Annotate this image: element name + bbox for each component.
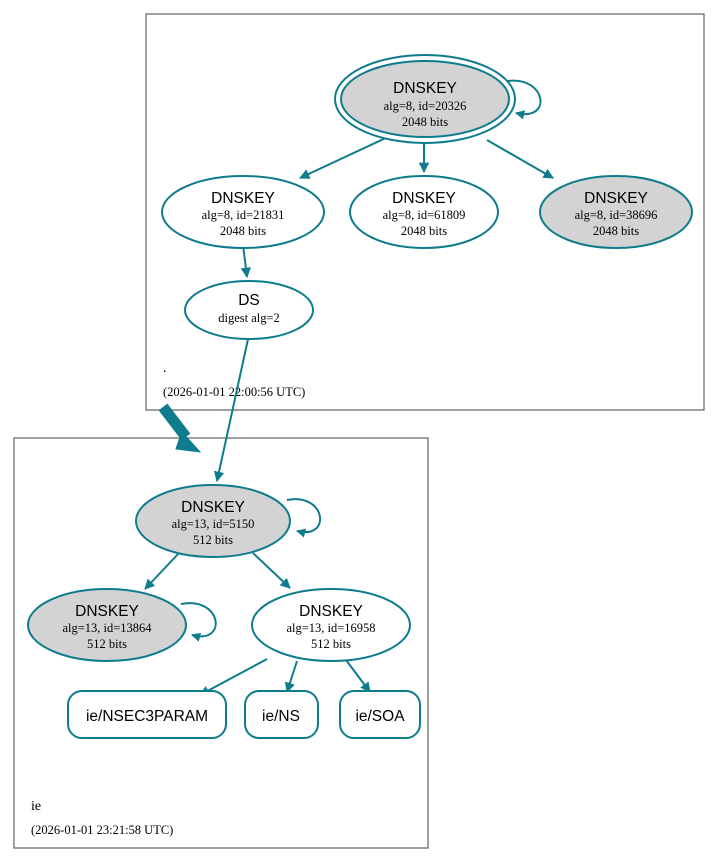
node-keyinfo: alg=8, id=61809 xyxy=(383,208,466,222)
node-keysize: 512 bits xyxy=(311,637,351,651)
node-digest-alg: digest alg=2 xyxy=(218,311,280,325)
node-keysize: 2048 bits xyxy=(220,224,266,238)
node-keysize: 512 bits xyxy=(87,637,127,651)
node-inner-ellipse xyxy=(340,60,510,138)
rrset-ie-soa[interactable]: ie/SOA xyxy=(339,690,421,739)
node-title: DNSKEY xyxy=(584,190,648,207)
edge-ksk20326-to-key21831 xyxy=(299,135,391,179)
rrset-label: ie/SOA xyxy=(355,708,405,725)
edge-key16958-to-nsec3param xyxy=(199,658,268,696)
node-ds-root[interactable]: DS digest alg=2 xyxy=(184,280,314,340)
rrset-label: ie/NS xyxy=(262,708,300,725)
edge-self-sign-ksk5150 xyxy=(286,498,321,538)
node-title: DNSKEY xyxy=(392,190,456,207)
edge-self-sign-key13864 xyxy=(180,602,217,642)
node-keyinfo: alg=8, id=38696 xyxy=(575,208,658,222)
rrset-label: ie/NSEC3PARAM xyxy=(86,708,208,725)
edge-ksk20326-to-key38696 xyxy=(486,139,554,179)
edge-zone-delegation-root-to-ie xyxy=(158,403,202,453)
edge-self-sign-ksk20326 xyxy=(502,79,542,120)
cluster-ie-label: ie xyxy=(31,799,41,814)
rrset-box xyxy=(67,690,227,739)
node-keyinfo: alg=13, id=13864 xyxy=(62,621,152,635)
edge-ds-to-ie-ksk5150 xyxy=(213,329,251,483)
rrset-ie-nsec3param[interactable]: ie/NSEC3PARAM xyxy=(67,690,227,739)
node-ellipse xyxy=(539,175,693,249)
node-ellipse xyxy=(251,588,411,662)
node-keysize: 2048 bits xyxy=(402,115,448,129)
node-keyinfo: alg=8, id=21831 xyxy=(202,208,285,222)
node-keysize: 2048 bits xyxy=(401,224,447,238)
node-dnskey-ie-16958[interactable]: DNSKEY alg=13, id=16958 512 bits xyxy=(251,588,411,662)
node-ellipse xyxy=(349,175,499,249)
node-dnskey-root-38696[interactable]: DNSKEY alg=8, id=38696 2048 bits xyxy=(539,175,693,249)
edge-key16958-to-ns xyxy=(284,660,298,693)
cluster-ie-date: (2026-01-01 23:21:58 UTC) xyxy=(31,823,173,837)
edge-key21831-to-ds xyxy=(240,244,251,279)
node-ellipse xyxy=(27,588,187,662)
edge-ksk5150-to-key13864 xyxy=(144,551,181,590)
node-dnskey-root-61809[interactable]: DNSKEY alg=8, id=61809 2048 bits xyxy=(349,175,499,249)
node-title: DNSKEY xyxy=(211,190,275,207)
node-ellipse xyxy=(161,175,325,249)
node-title: DS xyxy=(238,292,260,309)
node-dnskey-root-21831[interactable]: DNSKEY alg=8, id=21831 2048 bits xyxy=(161,175,325,249)
rrset-box xyxy=(244,690,319,739)
node-title: DNSKEY xyxy=(75,603,139,620)
node-keyinfo: alg=8, id=20326 xyxy=(384,99,467,113)
node-dnskey-ie-5150[interactable]: DNSKEY alg=13, id=5150 512 bits xyxy=(135,484,291,558)
node-ellipse xyxy=(135,484,291,558)
node-dnskey-ie-13864[interactable]: DNSKEY alg=13, id=13864 512 bits xyxy=(27,588,187,662)
node-title: DNSKEY xyxy=(299,603,363,620)
node-title: DNSKEY xyxy=(181,499,245,516)
edge-ksk5150-to-key16958 xyxy=(252,552,291,589)
node-dnskey-root-ksk-20326[interactable]: DNSKEY alg=8, id=20326 2048 bits xyxy=(334,54,516,144)
node-title: DNSKEY xyxy=(393,80,457,97)
node-keyinfo: alg=13, id=16958 xyxy=(286,621,375,635)
node-keyinfo: alg=13, id=5150 xyxy=(172,517,255,531)
node-ellipse xyxy=(184,280,314,340)
cluster-root-label: . xyxy=(163,361,167,376)
rrset-box xyxy=(339,690,421,739)
node-keysize: 2048 bits xyxy=(593,224,639,238)
edge-key16958-to-soa xyxy=(345,659,371,693)
node-keysize: 512 bits xyxy=(193,533,233,547)
rrset-ie-ns[interactable]: ie/NS xyxy=(244,690,319,739)
cluster-root-date: (2026-01-01 22:00:56 UTC) xyxy=(163,385,305,399)
